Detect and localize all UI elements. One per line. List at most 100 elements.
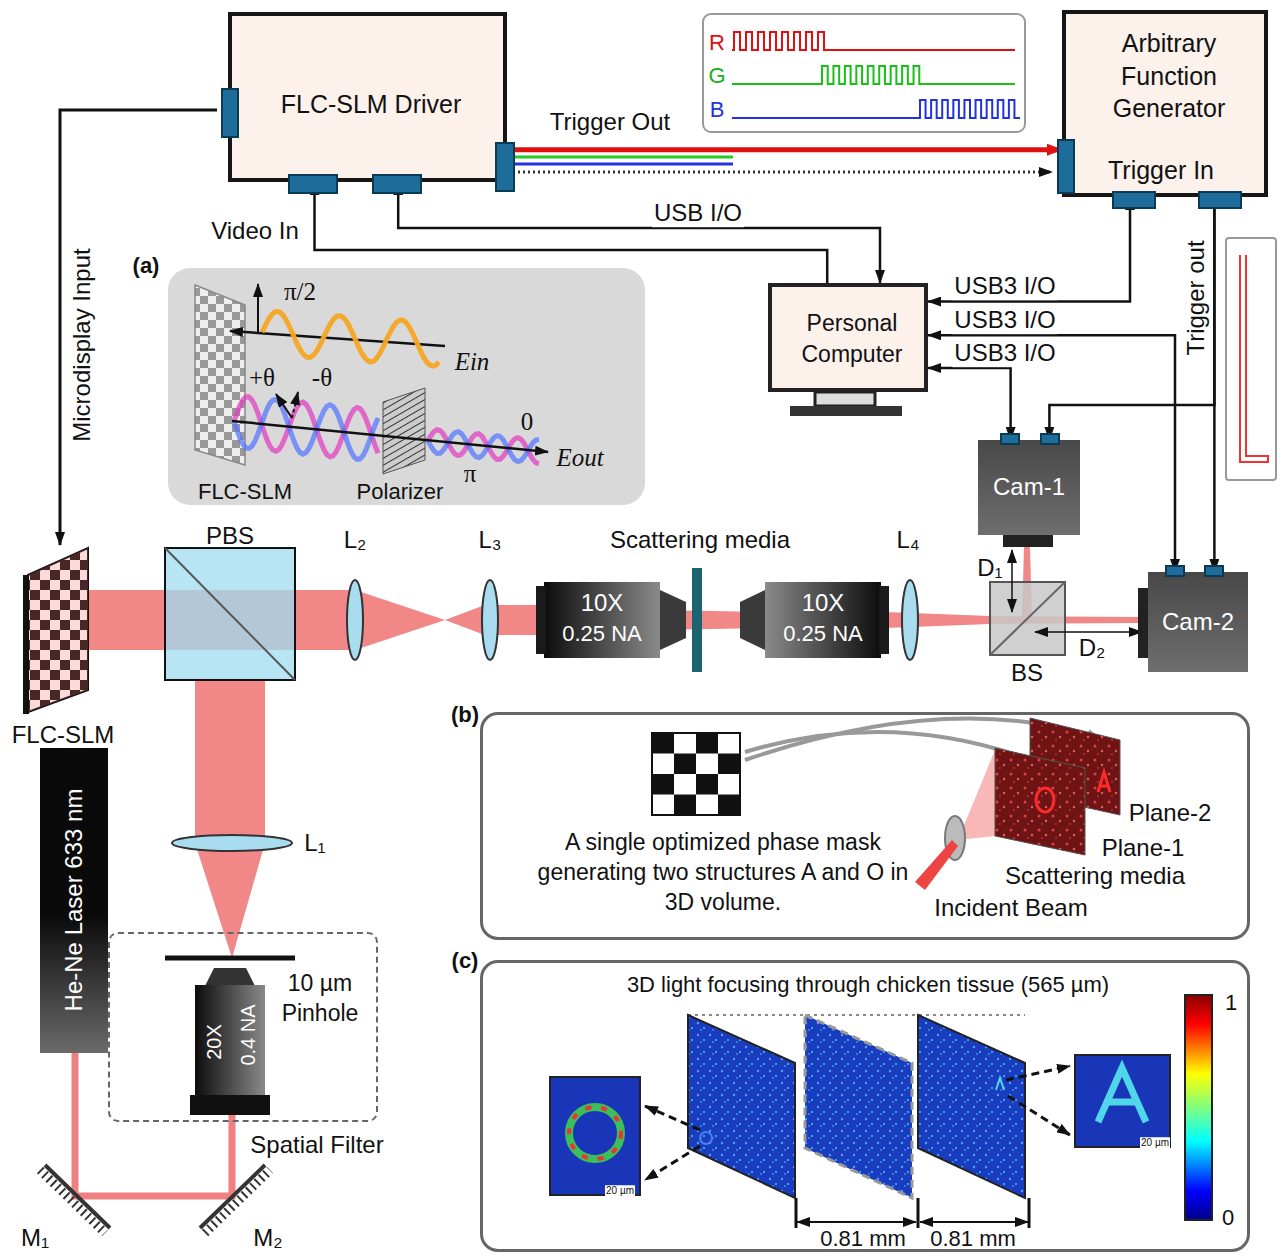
connector-port (495, 142, 515, 192)
figure-part (645, 1106, 700, 1130)
connector-port (1000, 433, 1020, 445)
part-label: 0.4 NA (237, 1004, 260, 1065)
node-text: 10 µm Pinhole (265, 969, 375, 1029)
figure-part (1138, 588, 1148, 658)
connector-port (1204, 565, 1224, 577)
computer-monitor: Personal Computer (768, 283, 928, 392)
node-text: Trigger In (1108, 156, 1214, 185)
figure-part (918, 1015, 1025, 1198)
part-label: D₂ (1079, 634, 1106, 662)
figure-part (257, 284, 259, 332)
figure-part (1098, 772, 1110, 792)
figure-part (692, 568, 702, 672)
wave (234, 397, 378, 457)
connector (507, 147, 1062, 152)
node-text: 0 (1222, 1205, 1234, 1230)
panel-b: (b)A single optimized phase mask generat… (480, 712, 1250, 940)
camera-box: Cam-2 (1148, 572, 1248, 672)
figure-part (1003, 535, 1053, 547)
figure-part (1098, 1068, 1146, 1122)
connector-port (288, 174, 338, 194)
figure-part (920, 1221, 1028, 1223)
figure-part (276, 394, 292, 418)
figure-part (1036, 788, 1054, 812)
polarization-illustration (168, 268, 645, 505)
figure-part (1011, 550, 1013, 612)
part-label: D₁ (977, 554, 1002, 582)
node-text: 0.81 mm (820, 1226, 906, 1251)
figure-part (652, 733, 740, 815)
figure-part (652, 774, 674, 795)
figure-part (879, 586, 889, 654)
pulse-train (732, 66, 1015, 84)
node-text: He-Ne Laser 633 nm (60, 789, 88, 1012)
connector-port (1040, 433, 1060, 445)
node-text: 3D light focusing through chicken tissue… (627, 972, 1109, 997)
node-text: 20 µm (605, 1185, 635, 1197)
figure-part (28, 548, 88, 712)
part-label: L₃ (478, 526, 501, 554)
edge-label: USB3 I/O (952, 339, 1057, 367)
figure-part (292, 392, 298, 418)
edge-label: Trigger Out (548, 108, 672, 136)
figure-part (168, 268, 645, 505)
part-label: M₁ (21, 1224, 49, 1252)
connector-port (1198, 191, 1242, 209)
connector-port (372, 174, 422, 194)
figure-part (660, 590, 686, 650)
figure-part (205, 1170, 270, 1233)
part-label: Microdisplay Input (68, 248, 96, 441)
figure-part (915, 840, 958, 890)
part-label: B (710, 97, 725, 122)
connector (398, 182, 880, 283)
figure-part (355, 590, 445, 650)
figure-part (550, 1077, 640, 1195)
figure-part (569, 1107, 621, 1159)
edge-label: USB I/O (652, 199, 744, 227)
part-label: 0.25 NA (783, 621, 863, 646)
figure-part (990, 582, 1065, 655)
figure-part (190, 1095, 270, 1115)
pbs-cube (165, 548, 295, 680)
edge-label: Trigger out (1182, 238, 1210, 357)
figure-part (718, 754, 740, 775)
node-text: 1 (1225, 990, 1237, 1015)
node-text: +θ (249, 364, 275, 393)
figure-part (718, 795, 740, 816)
figure-part (688, 1014, 1025, 1016)
figure-part (28, 548, 88, 712)
figure-part (482, 580, 498, 660)
node-text: 0.81 mm (930, 1226, 1016, 1251)
node-text: Cam-2 (1162, 608, 1234, 636)
connector (315, 182, 828, 283)
figure-part (1006, 1066, 1070, 1080)
figure-part (195, 843, 265, 958)
figure-part (165, 548, 295, 680)
part-label: 10X (581, 589, 624, 617)
figure-part (652, 733, 674, 754)
part-label: 10X (802, 589, 845, 617)
figure-part (513, 156, 733, 159)
part-label: Scattering media (610, 526, 790, 554)
figure-part (40, 1170, 105, 1233)
part-label: PBS (206, 522, 254, 550)
edge-label: Video In (209, 217, 301, 245)
part-label: G (708, 63, 725, 88)
figure-part (1028, 1198, 1031, 1228)
part-label: FLC-SLM (12, 721, 115, 749)
figure-part (990, 582, 1065, 655)
figure-part (996, 1078, 1004, 1090)
lenses (172, 580, 918, 851)
figure-part (165, 548, 295, 680)
figure-part (232, 421, 548, 452)
figure-part (696, 733, 718, 754)
node-text: Plane-1 (1102, 834, 1185, 862)
node-text: Personal Computer (782, 308, 922, 370)
edge-label: USB3 I/O (952, 272, 1057, 300)
part-label: 0.25 NA (562, 621, 642, 646)
node-text: Cam-1 (993, 473, 1065, 501)
panel-c: (c)3D light focusing through chicken tis… (480, 960, 1250, 1252)
edge-label: USB3 I/O (952, 306, 1057, 334)
figure-part (1075, 1055, 1170, 1147)
